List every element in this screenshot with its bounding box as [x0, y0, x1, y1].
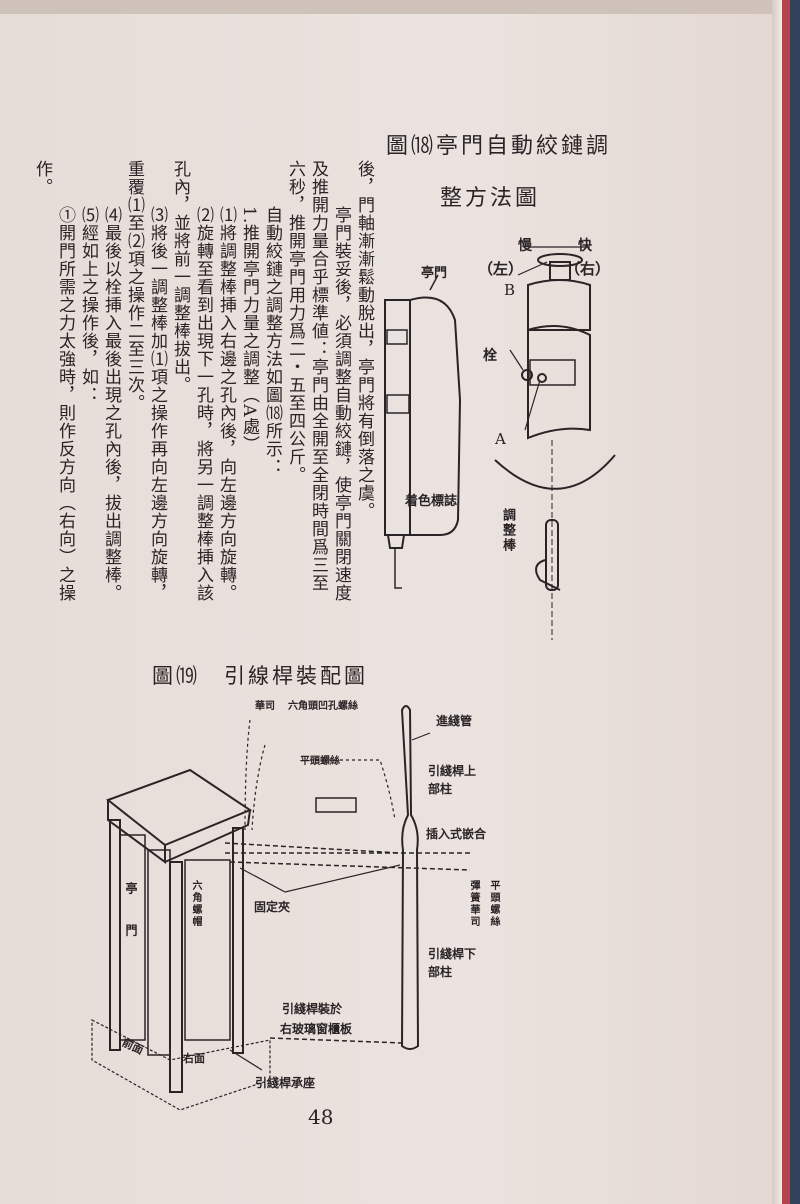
label-a: A — [495, 430, 506, 448]
text-column: 後，門軸漸漸鬆動脫出，亭門將有倒落之虞。 — [354, 160, 374, 520]
figure18-door-drawing — [384, 274, 462, 589]
page-number: 48 — [308, 1105, 334, 1129]
label-color-mark: 着色標誌 — [405, 494, 458, 509]
figure19-booth-drawing — [91, 768, 271, 1111]
text-column: 1.推開亭門力量之調整（A處） — [239, 206, 259, 454]
text-column: ⑴將調整棒挿入右邊之孔內後，向左邊方向旋轉。 — [216, 206, 236, 602]
text-column: ⑶將後一調整棒加⑴項之操作再向左邊方向旋轉， — [147, 206, 167, 602]
label-hex-socket-screw: 六角頭凹孔螺絲 — [288, 701, 358, 712]
figure19-title: 圖⒆ 引線桿裝配圖 — [152, 664, 368, 688]
label-base: 引綫桿承座 — [255, 1076, 316, 1090]
label-flat-screw: 平頭螺絲 — [488, 880, 499, 928]
label-right-side: 右面 — [183, 1052, 205, 1065]
text-column: 六秒，推開亭門用力爲二・五至四公斤。 — [285, 160, 305, 484]
figure18-hinge-drawing — [494, 246, 616, 640]
label-adjust-rod: 調整棒 — [500, 508, 515, 553]
label-hex-nut: 六角螺帽 — [190, 880, 201, 928]
label-upper-post: 引綫桿上部柱 — [428, 764, 477, 796]
figure19-post-drawing — [224, 705, 471, 1071]
label-mount-note-2: 右玻璃窗櫃板 — [280, 1022, 353, 1036]
book-cover-edge — [790, 0, 800, 1204]
text-column: 及推開力量合乎標準値：亭門由全開至全閉時間爲三至 — [308, 160, 328, 592]
label-clamp: 固定夾 — [254, 900, 291, 914]
label-right: （右） — [565, 260, 611, 278]
label-slow: 慢 — [518, 238, 532, 254]
label-fast: 快 — [578, 238, 592, 254]
text-column: 孔內，並將前一調整棒拔出。 — [170, 160, 190, 394]
body-text: 後，門軸漸漸鬆動脫出，亭門將有倒落之虞。亭門裝妥後，必須調整自動絞鏈，使亭門關閉… — [30, 160, 375, 630]
text-column: ①開門所需之力太強時，則作反方向（右向）之操 — [55, 206, 75, 602]
label-conduit: 進綫管 — [436, 714, 473, 728]
text-column: ⑸經如上之操作後，如： — [78, 206, 98, 404]
text-column: 作。 — [32, 160, 52, 196]
figure18-title-line2: 整方法圖 — [440, 186, 541, 211]
page-stack-edge — [772, 0, 782, 1204]
label-booth-door: 亭門 — [124, 882, 138, 966]
book-edge-red — [782, 0, 790, 1204]
figure18-title-line1: 圖⒅亭門自動絞鏈調 — [386, 134, 612, 159]
text-column: ⑵旋轉至看到出現下一孔時，將另一調整棒挿入該 — [193, 206, 213, 602]
label-pin: 栓 — [483, 348, 497, 364]
text-column: ⑷最後以栓挿入最後出現之孔內後，拔出調整棒。 — [101, 206, 121, 602]
label-lower-post: 引綫桿下部柱 — [428, 947, 477, 979]
label-door: 亭門 — [421, 266, 448, 281]
label-flat-screw-top: 平頭螺絲 — [300, 756, 340, 767]
text-column: 重覆⑴至⑵項之操作二至三次。 — [124, 160, 144, 412]
label-left: （左） — [478, 260, 524, 278]
text-column: 自動絞鏈之調整方法如圖⒅所示： — [262, 206, 282, 476]
label-plug-fit: 插入式嵌合 — [426, 827, 487, 841]
page-top-edge — [0, 0, 800, 14]
book-page — [0, 0, 772, 1204]
text-column: 亭門裝妥後，必須調整自動絞鏈，使亭門關閉速度 — [331, 206, 351, 602]
label-washer: 華司 — [255, 701, 275, 712]
label-mount-note-1: 引綫桿裝於 — [282, 1002, 343, 1016]
label-b: B — [504, 281, 516, 299]
label-spring-washer: 彈簧華司 — [468, 880, 479, 928]
